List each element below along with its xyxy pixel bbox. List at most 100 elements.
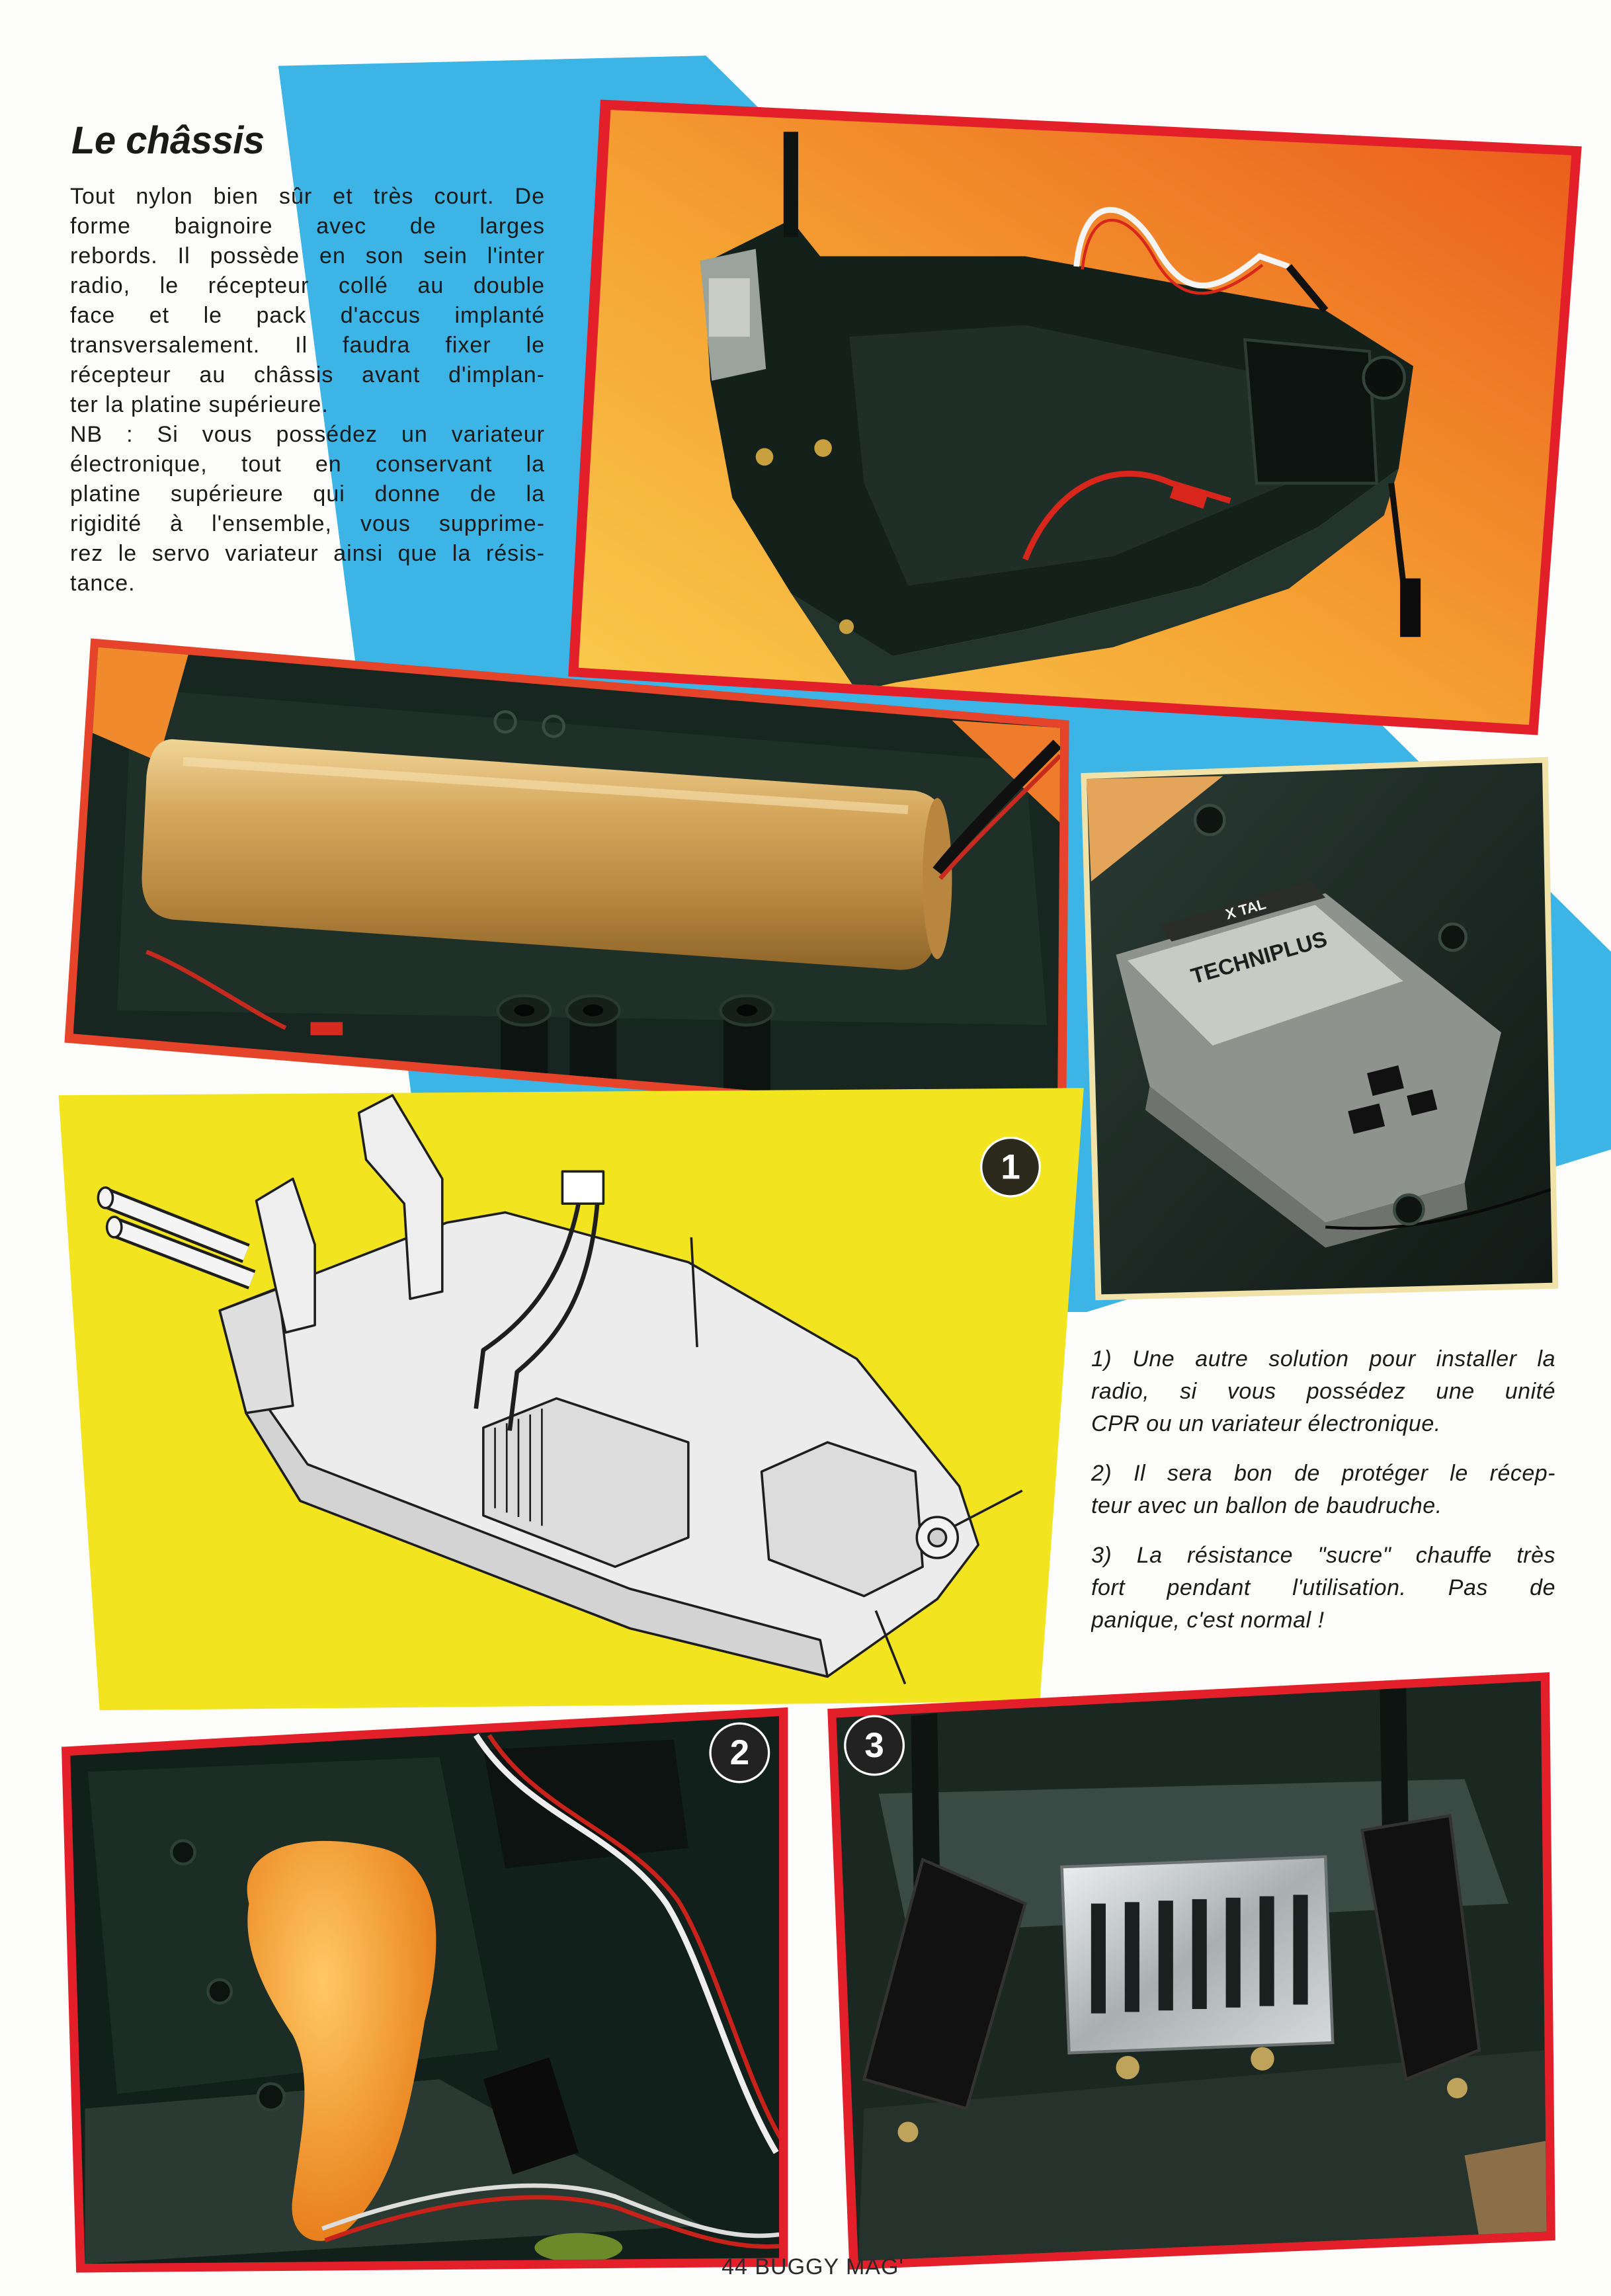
channel-slot [1348, 1103, 1385, 1134]
receiver-sticker [1128, 905, 1403, 1046]
text-line: Tout nylon bien sûr et très court. De [70, 184, 545, 209]
post [206, 1978, 233, 2005]
badge-number: 3 [864, 1726, 884, 1765]
antenna [690, 1237, 698, 1348]
screw [1446, 2078, 1467, 2099]
battery-end [923, 798, 952, 960]
battery-lead-black [932, 739, 1061, 876]
photo-battery-pack [64, 638, 1069, 1125]
wire-connector [561, 1170, 605, 1205]
grille-slots [1091, 1895, 1308, 2014]
caption-2: 2) Il sera bon de protéger le récep- teu… [1091, 1457, 1555, 1522]
text-line: NB : Si vous possédez un variateur [70, 422, 545, 447]
chassis-floor-highlight [849, 325, 1289, 586]
photo-content [73, 647, 1061, 1116]
screw [755, 448, 774, 466]
heat-sink [494, 1409, 543, 1526]
corner-highlight [1464, 2141, 1547, 2238]
red-plug [310, 1022, 343, 1036]
speed-control-block [483, 2057, 579, 2175]
photo-content [836, 1681, 1547, 2261]
connector-lead [1286, 264, 1329, 313]
text-line: rigidité à l'ensemble, vous supprime- [70, 511, 545, 536]
caption-line: 1) Une autre solution pour installer la [1091, 1346, 1555, 1372]
article-title: Le châssis [71, 119, 265, 162]
screw-hole [542, 714, 565, 739]
caption-line: fort pendant l'utilisation. Pas de [1091, 1575, 1555, 1600]
battery-lead-left [145, 950, 287, 1030]
steering-servo [760, 1441, 924, 1598]
strut-tall [357, 1094, 444, 1300]
photo-content: X TAL TECHNIPLUS [1087, 762, 1553, 1295]
text-line: électronique, tout en conservant la [70, 452, 545, 477]
chassis-side-wall [790, 468, 1399, 692]
lower-wire [321, 2183, 780, 2238]
caption-line: radio, si vous possédez une unité [1091, 1379, 1555, 1404]
red-connector [1169, 481, 1209, 509]
page-folio: 44 BUGGY MAG' [722, 2254, 904, 2279]
green-part [534, 2233, 623, 2263]
text-line: radio, le récepteur collé au double [70, 273, 545, 298]
antenna-lower [874, 1610, 907, 1685]
white-wire [1073, 206, 1290, 288]
caption-line: 3) La résistance "sucre" chauffe très [1091, 1543, 1555, 1568]
frame-arm [862, 1858, 1027, 2111]
rear-wall [218, 1287, 294, 1414]
photo-content [70, 1716, 780, 2264]
screw [1116, 2055, 1139, 2080]
red-wire [1081, 218, 1264, 295]
text-line: forme baignoire avec de larges [70, 214, 545, 239]
figure-badge-3: 3 [844, 1715, 905, 1776]
figure-badge-1: 1 [980, 1136, 1041, 1198]
servo-horn [1362, 356, 1406, 400]
chassis-line-drawing [97, 1094, 1023, 1685]
diagram-panel: 1 [58, 1088, 1084, 1711]
text-line: récepteur au châssis avant d'implan- [70, 362, 545, 388]
screw [839, 619, 854, 634]
rear-post [1380, 1684, 1409, 1854]
receiver-label [708, 278, 750, 337]
post [1438, 922, 1467, 952]
photo-resistor-grille: 3 [827, 1672, 1555, 2270]
bottom-plate [858, 2050, 1547, 2261]
orange-rim [952, 720, 1061, 823]
wire-harness [474, 1203, 581, 1409]
text-line: rebords. Il possède en son sein l'inter [70, 243, 545, 268]
figure-badge-2: 2 [709, 1722, 770, 1784]
servo-case [483, 1739, 688, 1869]
antenna-tip [1400, 578, 1421, 637]
text-line: ter la platine supérieure. [70, 392, 329, 417]
white-wire [473, 1733, 779, 2154]
top-rod [783, 132, 798, 237]
badge-number: 2 [730, 1733, 750, 1772]
crystal-strip [1159, 882, 1326, 942]
strut-left [255, 1177, 316, 1334]
caption-line: CPR ou un variateur électronique. [1091, 1411, 1441, 1436]
post [256, 2082, 286, 2112]
post [1393, 1193, 1425, 1226]
servo [1243, 338, 1379, 485]
badge-number: 1 [1001, 1148, 1020, 1187]
screw [814, 439, 832, 457]
servo-saver-hub [927, 1527, 948, 1548]
text-line: rez le servo variateur ainsi que la rési… [70, 541, 545, 566]
photo-chassis-overview [568, 99, 1582, 735]
rod-cylinders [97, 1186, 256, 1290]
red-power-wire [1022, 470, 1231, 561]
caption-1: 1) Une autre solution pour installer la … [1091, 1343, 1555, 1440]
channel-slot [1367, 1065, 1404, 1096]
battery-highlight [183, 757, 909, 815]
caption-line: 2) Il sera bon de protéger le récep- [1091, 1461, 1555, 1486]
receiver-side [1145, 1086, 1467, 1248]
text-line: face et le pack d'accus implanté [70, 303, 545, 328]
screw-hole [493, 710, 517, 734]
mounting-post [719, 994, 775, 1098]
photo-balloon-receiver: 2 [62, 1707, 788, 2273]
post [169, 1839, 196, 1866]
orange-balloon [247, 1840, 436, 2241]
top-plate [878, 1779, 1508, 1933]
text-line: tance. [70, 571, 136, 596]
article-body: Tout nylon bien sûr et très court. De fo… [70, 182, 545, 598]
